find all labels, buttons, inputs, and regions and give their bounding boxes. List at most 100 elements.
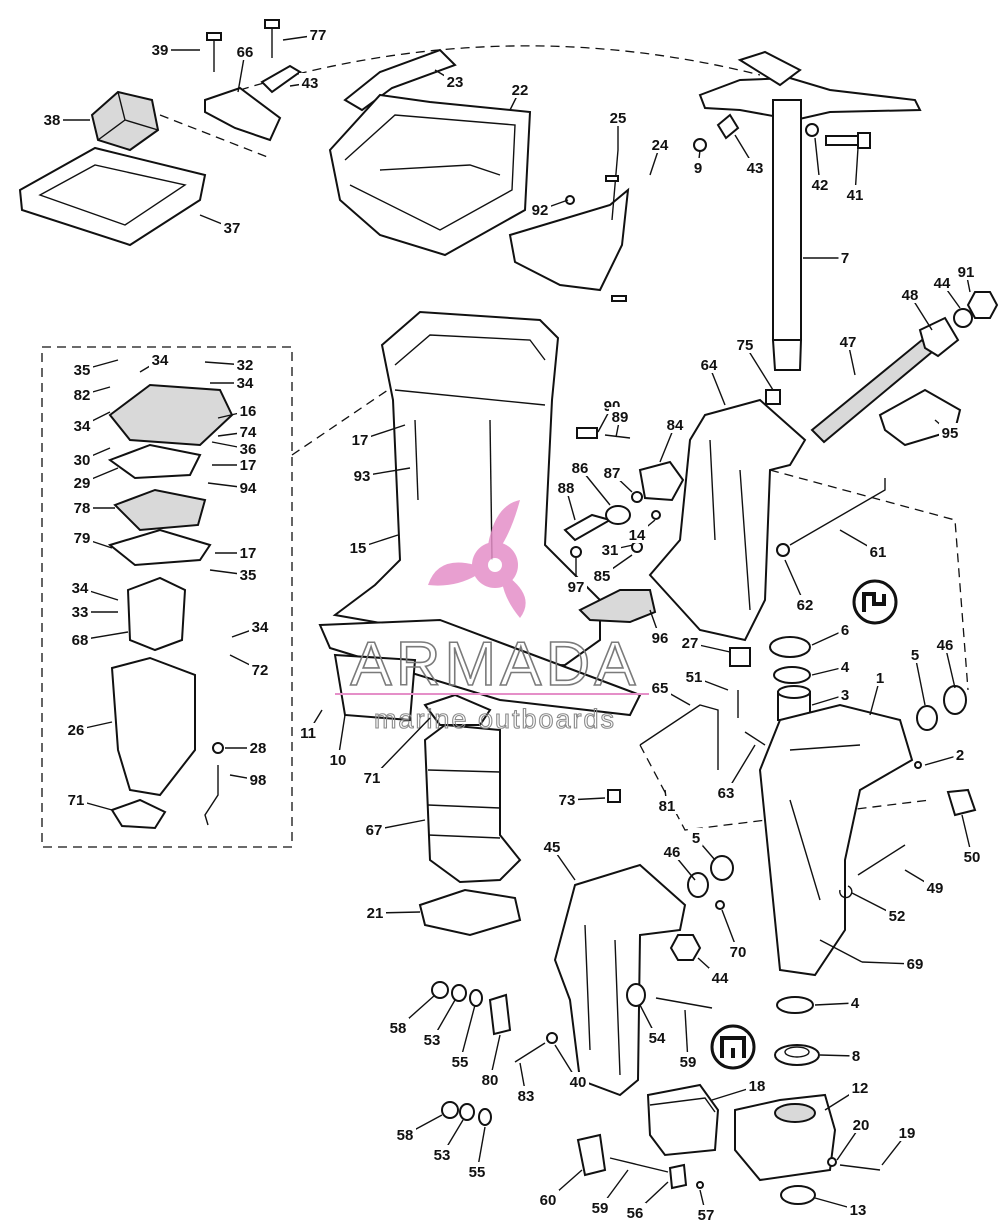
adapter-30 xyxy=(108,383,234,447)
callout-label-bg xyxy=(607,108,629,126)
callout-label: 19 xyxy=(899,1125,916,1142)
callout-label-bg xyxy=(934,635,956,653)
callout-label-bg xyxy=(234,373,256,391)
callout-label: 51 xyxy=(686,669,703,686)
callout-label-bg xyxy=(247,770,269,788)
callout-label-bg xyxy=(449,1052,471,1070)
callout-label-bg xyxy=(347,538,369,556)
callout-label: 34 xyxy=(152,352,169,369)
callout-label-bg xyxy=(71,360,93,378)
callout-label: 22 xyxy=(512,82,529,99)
callout-label: 32 xyxy=(237,357,254,374)
callout-label: 37 xyxy=(224,220,241,237)
callout-label: 8 xyxy=(852,1048,860,1065)
callout-label-bg xyxy=(297,723,319,741)
callout-label-bg xyxy=(838,685,852,703)
callout-label: 16 xyxy=(240,403,257,420)
drive-shaft-housing-15 xyxy=(332,310,601,670)
callout-label-bg xyxy=(939,423,961,441)
hose-98 xyxy=(204,765,219,826)
callout-label: 97 xyxy=(568,579,585,596)
washer-14 xyxy=(651,510,661,520)
callout-label: 42 xyxy=(812,177,829,194)
callout-label-bg xyxy=(677,1052,699,1070)
callout-label-bg xyxy=(908,645,922,663)
callout-label: 34 xyxy=(74,418,91,435)
block-18 xyxy=(646,1083,720,1157)
washer-87 xyxy=(631,491,643,503)
callout-label-bg xyxy=(237,439,259,457)
callout-label-bg xyxy=(734,335,756,353)
callout-label: 48 xyxy=(902,287,919,304)
callout-label: 50 xyxy=(964,849,981,866)
callout-label-bg xyxy=(838,620,852,638)
callout-label-bg xyxy=(364,903,386,921)
washer-46-top xyxy=(943,685,967,715)
callout-label: 53 xyxy=(424,1032,441,1049)
callout-label: 26 xyxy=(68,722,85,739)
callout-label: 43 xyxy=(747,160,764,177)
plate-96 xyxy=(578,589,657,624)
callout-label: 85 xyxy=(594,568,611,585)
bushing-5-top xyxy=(916,705,938,731)
callout-label: 88 xyxy=(558,480,575,497)
callout-label: 46 xyxy=(664,844,681,861)
gasket-29 xyxy=(107,443,202,480)
nut-91 xyxy=(966,291,999,319)
callout-label: 92 xyxy=(532,202,549,219)
plate-60 xyxy=(576,1133,607,1177)
callout-label-bg xyxy=(363,820,385,838)
callout-label-bg xyxy=(683,667,705,685)
callout-label-bg xyxy=(69,578,91,596)
callout-label-bg xyxy=(71,473,93,491)
callout-label: 68 xyxy=(72,632,89,649)
watermark-tagline: marine outboards xyxy=(374,704,616,734)
callout-label: 89 xyxy=(612,409,629,426)
callout-label-bg xyxy=(953,745,967,763)
callout-label: 44 xyxy=(934,275,951,292)
callout-label: 25 xyxy=(610,110,627,127)
callout-label: 73 xyxy=(559,792,576,809)
callout-label: 38 xyxy=(44,112,61,129)
pin-49 xyxy=(857,844,906,876)
screw-63 xyxy=(744,731,766,746)
callout-label-bg xyxy=(299,73,321,91)
callout-label-bg xyxy=(555,478,577,496)
tilt-pin-61 xyxy=(789,478,886,546)
callout-label: 45 xyxy=(544,839,561,856)
callout-label: 17 xyxy=(240,545,257,562)
washer-44-top xyxy=(953,308,973,328)
reed-plate-78 xyxy=(113,488,207,532)
callout-label-bg xyxy=(394,1125,416,1143)
callout-label-bg xyxy=(237,455,259,473)
washer-54 xyxy=(626,983,646,1007)
knob-84-group xyxy=(576,427,685,502)
bushing-5-mid xyxy=(710,855,734,881)
callout-label-bg xyxy=(649,135,671,153)
callout-label: 33 xyxy=(72,604,89,621)
callout-label-bg xyxy=(237,401,259,419)
gasket-21 xyxy=(418,888,522,937)
link-80 xyxy=(488,993,512,1036)
bushing-50 xyxy=(946,788,977,817)
callout-label: 64 xyxy=(701,357,718,374)
pin-24-lower xyxy=(611,295,627,302)
washer-40 xyxy=(546,1032,558,1044)
callout-label: 49 xyxy=(927,880,944,897)
callout-label-bg xyxy=(664,415,686,433)
callout-label: 60 xyxy=(540,1192,557,1209)
callout-label-bg xyxy=(509,80,531,98)
callout-label: 59 xyxy=(680,1054,697,1071)
callout-label: 36 xyxy=(240,441,257,458)
washer-55-bot xyxy=(478,1108,492,1126)
callout-label-bg xyxy=(431,1145,453,1163)
nut-85 xyxy=(570,546,582,558)
callout-label-bg xyxy=(679,633,701,651)
bolt-39 xyxy=(206,32,222,72)
callout-label-bg xyxy=(237,422,259,440)
callout-label: 78 xyxy=(74,500,91,517)
stern-bracket-1 xyxy=(758,703,914,977)
callout-label-bg xyxy=(41,110,63,128)
callout-label-bg xyxy=(649,628,671,646)
